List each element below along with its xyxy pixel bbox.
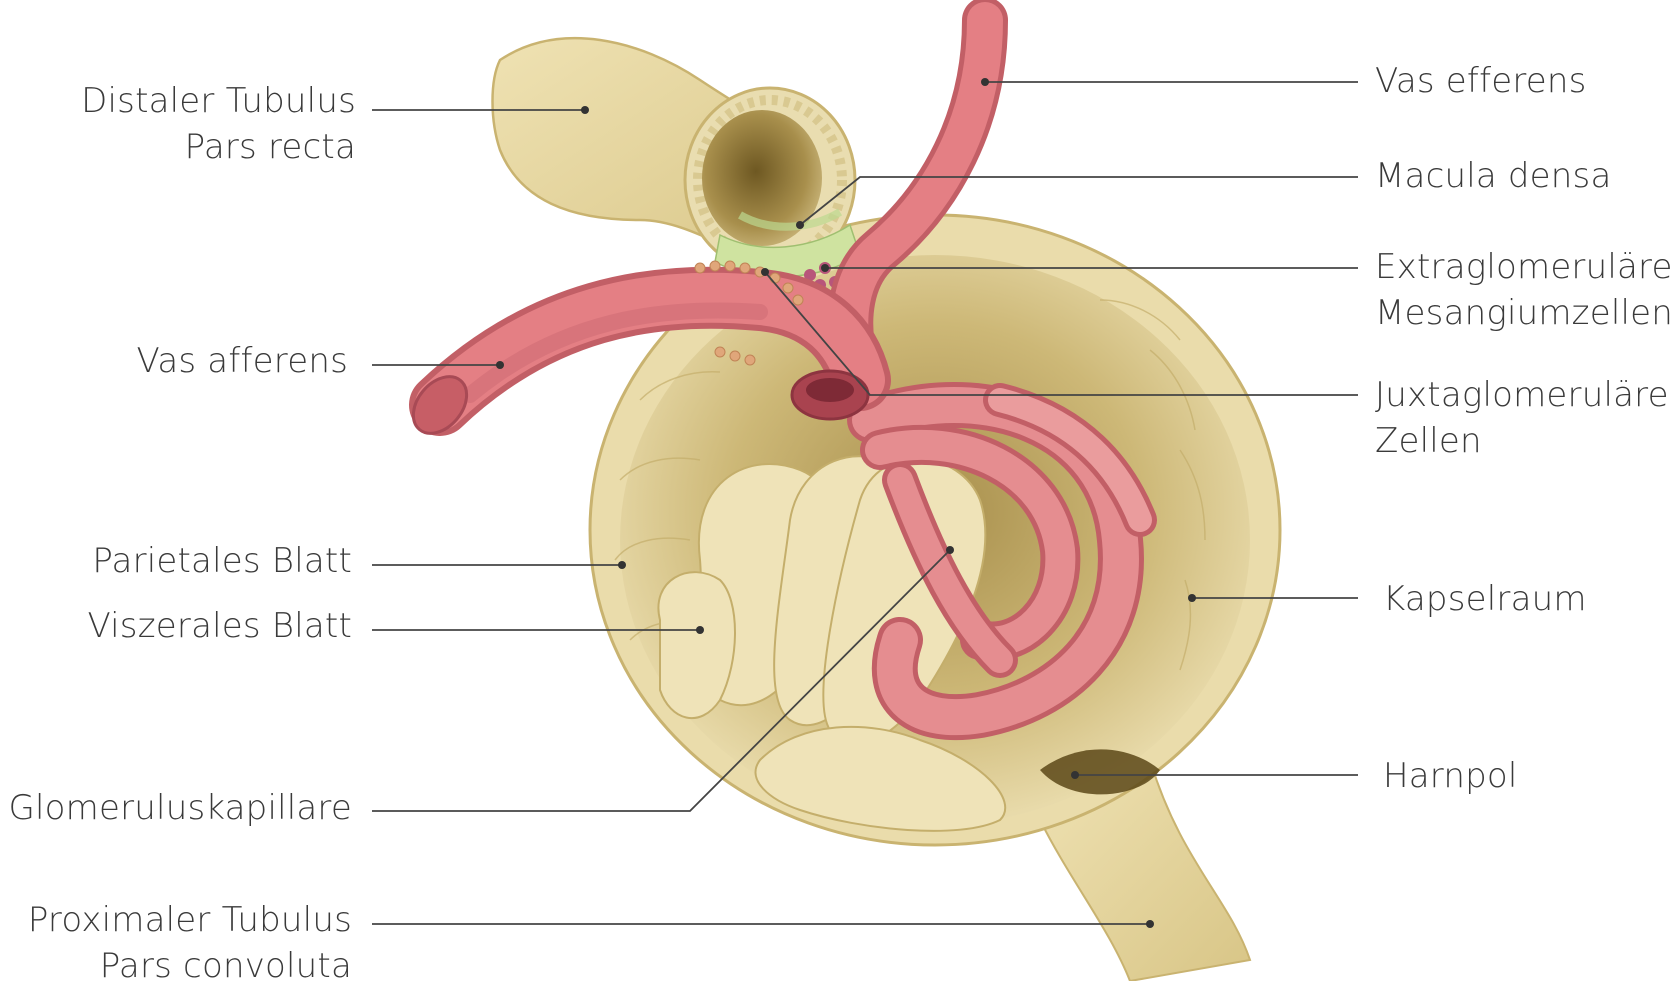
distal-tubule <box>491 36 857 274</box>
urinary-pole <box>1040 749 1160 795</box>
label-glomeruluskapillare: Glomeruluskapillare <box>8 788 352 828</box>
proximal-tubule <box>1038 758 1252 981</box>
label-extraglomerulaere: Extraglomeruläre Mesangiumzellen <box>1375 247 1673 333</box>
label-macula-densa: Macula densa <box>1375 156 1612 196</box>
juxtaglomerular-cells <box>694 260 804 366</box>
vascular-pole <box>790 369 870 421</box>
leader-dots <box>496 78 1196 928</box>
vas-afferens <box>409 266 891 436</box>
label-viszerales-blatt: Viszerales Blatt <box>87 606 352 646</box>
label-kapselraum: Kapselraum <box>1383 579 1587 619</box>
label-parietales-blatt: Parietales Blatt <box>92 541 352 581</box>
label-proximaler-tubulus: Proximaler Tubulus Pars convoluta <box>27 900 352 986</box>
label-distaler-tubulus: Distaler Tubulus Pars recta <box>81 81 356 167</box>
label-juxtaglomerulaere: Juxtaglomeruläre Zellen <box>1375 375 1669 461</box>
label-harnpol: Harnpol <box>1383 756 1518 796</box>
glomerular-capillaries <box>847 382 1157 741</box>
label-vas-efferens: Vas efferens <box>1375 61 1587 101</box>
leader-lines <box>372 81 1358 925</box>
label-vas-afferens: Vas afferens <box>136 341 348 381</box>
visceral-layer <box>657 455 1007 832</box>
